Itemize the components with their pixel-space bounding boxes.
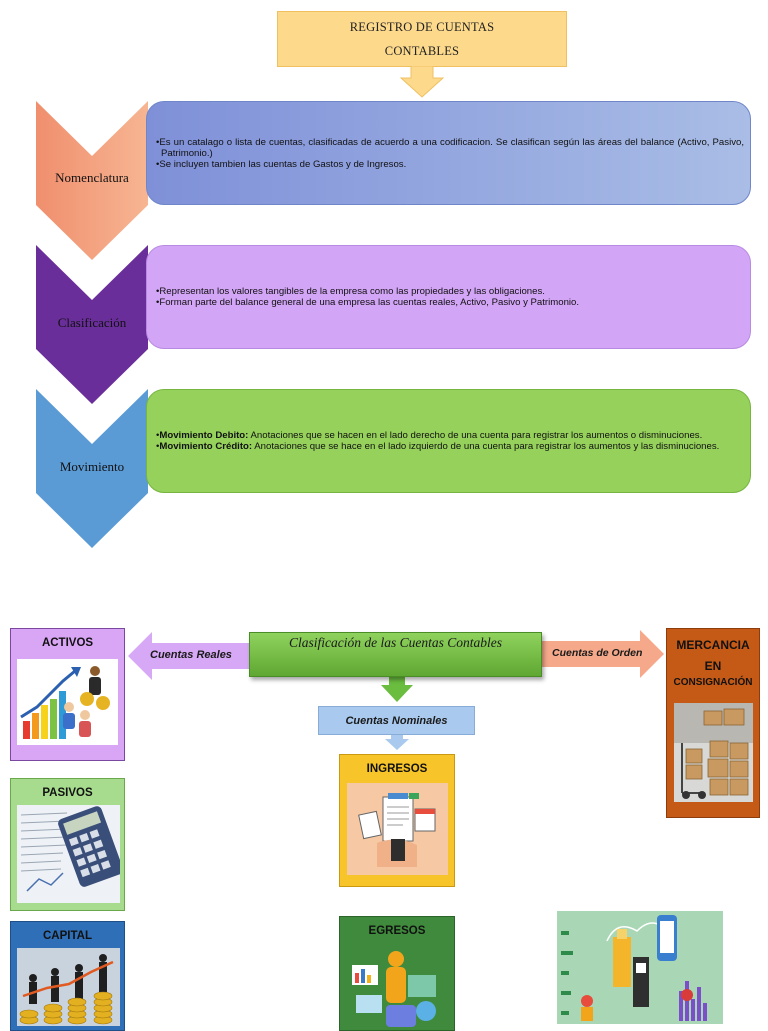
movimiento-chevron xyxy=(36,389,148,548)
activos-card: ACTIVOS xyxy=(10,628,125,761)
cuentas-de-orden-label: Cuentas de Orden xyxy=(552,647,643,659)
movimiento-debito-text: Anotaciones que se hacen en el lado dere… xyxy=(248,430,703,441)
nomenclatura-description-box: Es un catalago o lista de cuentas, clasi… xyxy=(146,101,751,205)
title-box: REGISTRO DE CUENTAS CONTABLES xyxy=(277,11,567,67)
pasivos-card: PASIVOS xyxy=(10,778,125,911)
clasificacion-point: Forman parte del balance general de una … xyxy=(153,297,579,308)
payment-illustration-icon xyxy=(557,911,723,1024)
egresos-title: EGRESOS xyxy=(368,925,426,937)
nomenclatura-label: Nomenclatura xyxy=(55,170,129,185)
movimiento-label: Movimiento xyxy=(59,459,125,474)
egresos-card: EGRESOS xyxy=(339,916,455,1031)
movimiento-credito-term: Movimiento Crédito: xyxy=(159,441,253,452)
calculator-document-icon xyxy=(17,805,120,903)
clasificacion-cuentas-title: Clasificación de las Cuentas Contables xyxy=(289,635,502,650)
movimiento-credito-point: Movimiento Crédito: Anotaciones que se h… xyxy=(153,441,719,452)
movimiento-description-box: Movimiento Debito: Anotaciones que se ha… xyxy=(146,389,751,493)
nomenclatura-point: Es un catalago o lista de cuentas, clasi… xyxy=(153,137,744,159)
pasivos-title: PASIVOS xyxy=(42,787,93,799)
clasificacion-point: Representan los valores tangibles de la … xyxy=(153,286,579,297)
cuentas-reales-arrow xyxy=(128,632,249,680)
activos-title: ACTIVOS xyxy=(41,637,94,649)
growth-chart-people-icon xyxy=(17,659,118,745)
ingresos-title: INGRESOS xyxy=(366,763,428,775)
expenses-chart-icon xyxy=(346,945,450,1030)
cuentas-nominales-box: Cuentas Nominales xyxy=(318,706,475,735)
clasificacion-label: Clasificación xyxy=(57,315,127,330)
movimiento-debito-term: Movimiento Debito: xyxy=(159,430,249,441)
mercancia-consignacion-card: MERCANCIA EN CONSIGNACIÓN xyxy=(666,628,760,818)
businessmen-coins-icon xyxy=(17,948,120,1026)
title-down-arrow-icon xyxy=(399,66,445,98)
nomenclatura-point: Se incluyen tambien las cuentas de Gasto… xyxy=(153,159,744,170)
warehouse-boxes-icon xyxy=(674,703,753,802)
clasificacion-chevron xyxy=(36,245,148,404)
nominales-down-arrow-icon xyxy=(385,733,409,750)
cuentas-reales-label: Cuentas Reales xyxy=(150,649,232,661)
nomenclatura-chevron xyxy=(36,101,148,260)
mercancia-title-line2: EN xyxy=(704,659,722,673)
page-title: REGISTRO DE CUENTAS CONTABLES xyxy=(349,20,495,58)
movimiento-credito-text: Anotaciones que se hace en el lado izqui… xyxy=(252,441,720,452)
center-down-arrow-icon xyxy=(381,674,413,702)
mercancia-title: MERCANCIA EN xyxy=(667,635,759,677)
cuentas-de-orden-arrow xyxy=(541,630,664,678)
capital-title: CAPITAL xyxy=(43,930,92,942)
clasificacion-description-box: Representan los valores tangibles de la … xyxy=(146,245,751,349)
movimiento-debito-point: Movimiento Debito: Anotaciones que se ha… xyxy=(153,430,719,441)
invoice-documents-icon xyxy=(347,783,448,875)
cuentas-nominales-label: Cuentas Nominales xyxy=(345,714,448,727)
mercancia-title-line1: MERCANCIA xyxy=(676,638,750,652)
capital-card: CAPITAL xyxy=(10,921,125,1031)
mercancia-subtitle: CONSIGNACIÓN xyxy=(673,677,753,688)
ingresos-card: INGRESOS xyxy=(339,754,455,887)
clasificacion-cuentas-box: Clasificación de las Cuentas Contables xyxy=(249,632,542,677)
